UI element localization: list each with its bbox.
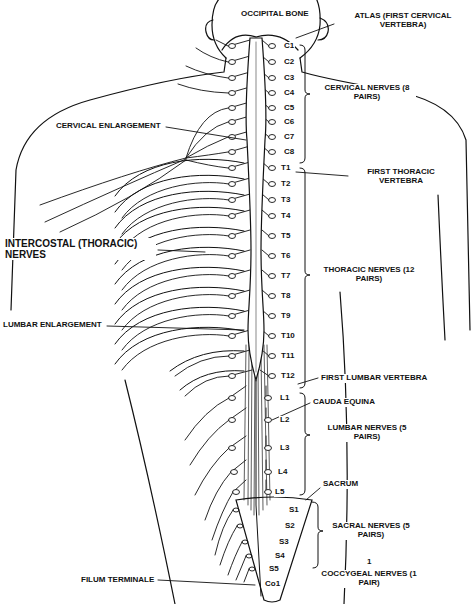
vertebra-label: L5 <box>274 488 285 497</box>
sacrum-outline <box>236 497 312 602</box>
vertebra-label: L4 <box>277 468 288 477</box>
vertebra-label: T7 <box>280 272 291 281</box>
body-outline <box>438 195 445 340</box>
lumbar-nerve <box>185 398 233 540</box>
vertebra-label: T9 <box>280 312 291 321</box>
cervical-nerve <box>178 40 228 168</box>
leader-line <box>107 24 348 585</box>
bone-label: ATLAS (FIRST CERVICAL VERTEBRA) <box>335 12 471 30</box>
vertebra-label: S3 <box>278 538 290 547</box>
group-bracket <box>300 168 310 388</box>
vertebra-label: C4 <box>283 89 295 98</box>
vertebra-label: T12 <box>280 372 296 381</box>
vertebra-label: C3 <box>283 74 295 83</box>
vertebra-label: T10 <box>280 332 296 341</box>
bone-label: SACRUM <box>322 480 359 489</box>
vertebra-label: T8 <box>280 292 291 301</box>
nerve-group-label: LUMBAR NERVES (5 PAIRS) <box>318 424 416 442</box>
region-label: FILUM TERMINALE <box>80 576 155 585</box>
nerve-label: INTERCOSTAL (THORACIC) NERVES <box>4 238 156 260</box>
head-outline <box>212 0 320 58</box>
group-bracket <box>312 502 323 568</box>
vertebra-label: T4 <box>280 212 291 221</box>
nerve-group-label: THORACIC NERVES (12 PAIRS) <box>318 266 420 284</box>
bone-label: OCCIPITAL BONE <box>240 10 310 19</box>
vertebra-label: C7 <box>283 133 295 142</box>
region-label: CAUDA EQUINA <box>312 398 376 407</box>
vertebra-label: S4 <box>274 552 286 561</box>
intercostal-nerve <box>122 183 229 396</box>
body-outline <box>11 58 226 310</box>
count-label: 1 <box>366 558 372 567</box>
vertebra-label: T1 <box>280 164 291 173</box>
vertebra-label: T6 <box>280 252 291 261</box>
vertebra-label: T2 <box>280 180 291 189</box>
nerve-group-label: COCCYGEAL NERVES (1 PAIR) <box>318 570 420 588</box>
vertebra-label: C8 <box>283 148 295 157</box>
body-outline <box>300 58 470 330</box>
nerve-group-label: CERVICAL NERVES (8 PAIRS) <box>318 84 416 102</box>
vertebra-label: S1 <box>288 506 300 515</box>
region-label: CERVICAL ENLARGEMENT <box>55 122 162 131</box>
vertebra-label: L3 <box>279 444 290 453</box>
group-bracket <box>300 393 310 495</box>
bone-label: FIRST THORACIC VERTEBRA <box>350 168 452 186</box>
body-outline <box>340 292 347 604</box>
vertebra-label: C2 <box>283 58 295 67</box>
vertebra-label: S5 <box>268 565 280 574</box>
region-label: LUMBAR ENLARGEMENT <box>2 321 103 330</box>
ear-outline <box>206 18 329 40</box>
vertebra-label: L1 <box>279 394 290 403</box>
spinal-cord <box>246 38 266 380</box>
body-outline <box>125 380 175 604</box>
vertebra-label: T5 <box>280 232 291 241</box>
group-bracket <box>300 45 310 163</box>
vertebra-label: C1 <box>283 42 295 51</box>
spinal-ganglion <box>229 44 276 572</box>
vertebra-label: Co1 <box>264 580 281 589</box>
arm-nerve <box>40 158 186 232</box>
vertebra-label: L2 <box>279 416 290 425</box>
vertebra-label: C5 <box>283 104 295 113</box>
bone-label: FIRST LUMBAR VERTEBRA <box>320 374 428 383</box>
vertebra-label: C6 <box>283 118 295 127</box>
vertebra-label: S2 <box>284 522 296 531</box>
filum-terminale <box>256 380 261 596</box>
sacral-nerve <box>215 510 249 582</box>
median-fissure <box>256 42 257 372</box>
vertebra-label: T3 <box>280 196 291 205</box>
vertebra-label: T11 <box>280 352 295 361</box>
nerve-group-label: SACRAL NERVES (5 PAIRS) <box>325 522 417 540</box>
